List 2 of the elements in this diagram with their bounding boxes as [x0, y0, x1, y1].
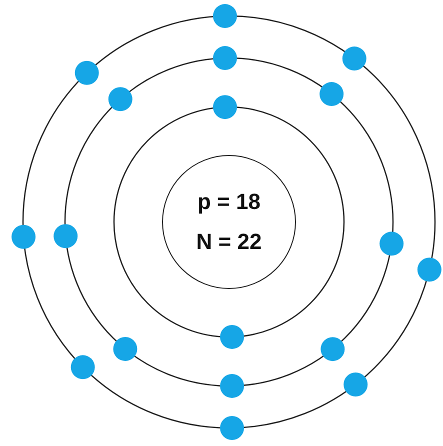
nucleus-label: N = 22: [196, 229, 262, 255]
nucleus-label: p = 18: [198, 189, 260, 215]
